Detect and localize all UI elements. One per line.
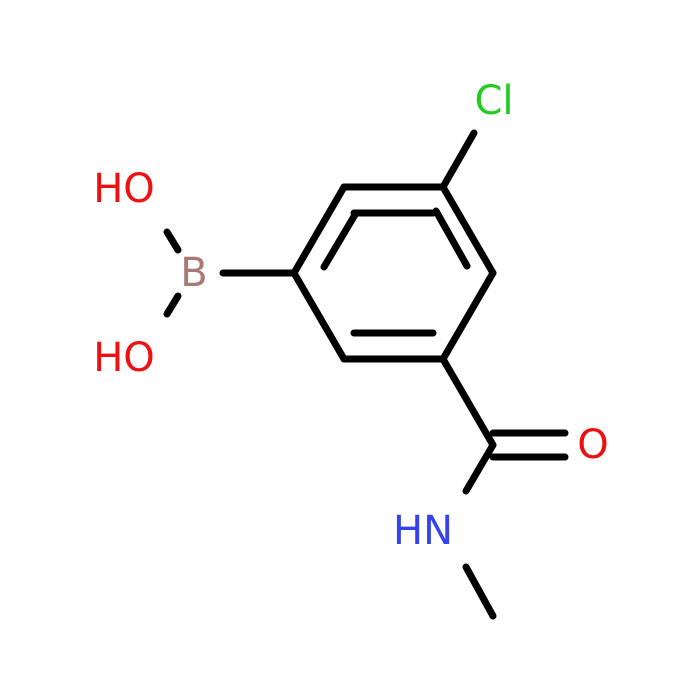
ring-bond-2 [439, 183, 497, 277]
ring-bond-6 [290, 183, 348, 277]
atom-amide-nitrogen: HN [393, 508, 453, 554]
bonds [163, 129, 569, 620]
bond-c-cl [439, 129, 478, 191]
atom-hydroxyl-bottom: HO [93, 335, 155, 381]
atom-boron: B [180, 250, 207, 296]
ring-bond-3 [439, 269, 497, 363]
bond-c-n [462, 441, 497, 495]
bond-b-oh-top [163, 228, 182, 254]
bond-n-methyl [462, 563, 497, 620]
atom-labels: Cl B HO HO O HN [93, 78, 609, 554]
bond-b-oh-bottom [163, 292, 182, 318]
atom-chlorine: Cl [474, 78, 513, 124]
ring-inner-bond-4 [320, 209, 360, 271]
ring-inner-bond-5 [432, 207, 471, 270]
bond-c-carbonyl [439, 355, 497, 449]
atom-carbonyl-oxygen: O [577, 422, 608, 468]
atom-hydroxyl-top: HO [93, 166, 155, 212]
ring-bond-5 [290, 269, 348, 363]
